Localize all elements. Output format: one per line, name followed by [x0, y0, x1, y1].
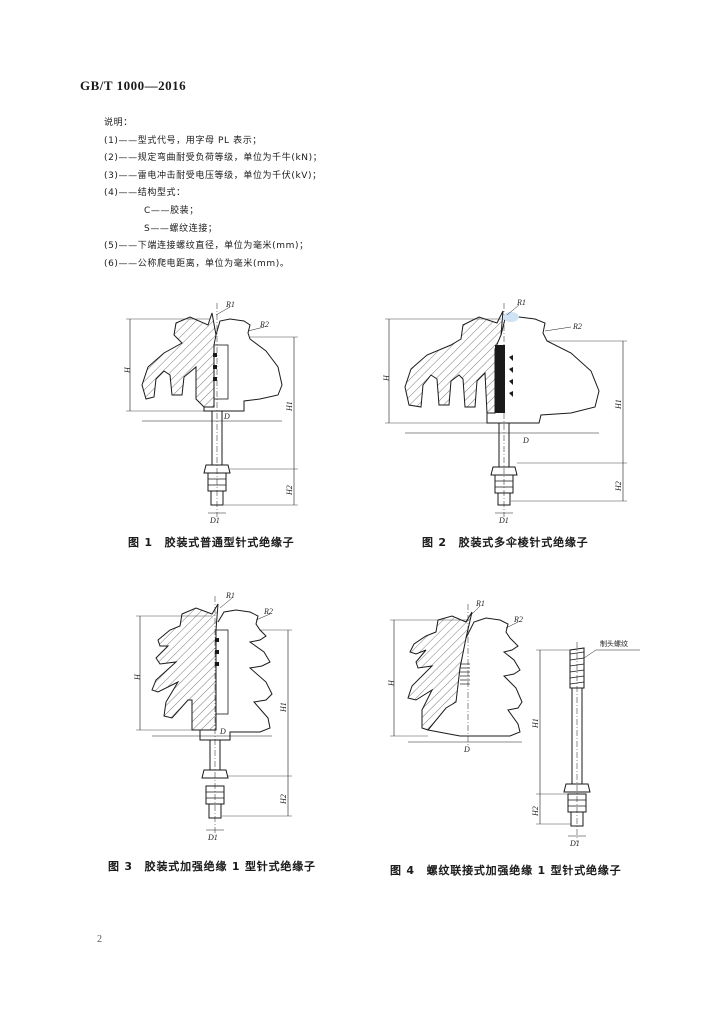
standard-code: GB/T 1000—2016 [80, 78, 187, 93]
fig2-label-d1: D1 [498, 516, 509, 525]
fig1-label-h2: H2 [285, 485, 294, 496]
fig4-label-h2: H2 [531, 806, 540, 817]
notes-block: 说明： (1)——型式代号，用字母 PL 表示； (2)——规定弯曲耐受负荷等级… [104, 115, 322, 273]
fig4-label-r2: R2 [513, 615, 523, 624]
fig3-label-d: D [219, 727, 226, 736]
figure-4-caption: 图 4 螺纹联接式加强绝缘 1 型针式绝缘子 [390, 864, 622, 877]
fig2-label-h2: H2 [614, 481, 623, 492]
fig3-label-d1: D1 [207, 833, 218, 842]
fig3-label-h: H [133, 673, 142, 681]
note-item-3: (3)——雷电冲击耐受电压等级，单位为千伏(kV)； [104, 170, 322, 181]
fig3-label-r1: R1 [225, 591, 235, 600]
fig4-label-h: H [387, 679, 396, 687]
fig1-label-h: H [123, 366, 132, 374]
fig2-label-h1: H1 [614, 399, 623, 410]
note-item-1: (1)——型式代号，用字母 PL 表示； [104, 135, 262, 146]
fig2-label-r2: R2 [572, 322, 582, 331]
note-item-5: (5)——下端连接螺纹直径，单位为毫米(mm)； [104, 241, 309, 252]
fig2-label-r1: R1 [516, 298, 526, 307]
figure-2-drawing: H D H1 H2 D1 R1 R2 [375, 295, 635, 525]
figure-2-caption: 图 2 胶装式多伞棱针式绝缘子 [422, 536, 589, 549]
fig3-label-h2: H2 [279, 794, 288, 805]
note-item-2: (2)——规定弯曲耐受负荷等级，单位为千牛(kN)； [104, 153, 323, 164]
fig4-label-d: D [463, 745, 470, 754]
fig4-label-h1: H1 [531, 718, 540, 729]
figure-4-drawing: H D H1 H2 D1 R1 R2 制头螺纹 [380, 598, 650, 848]
fig4-label-d1: D1 [569, 839, 580, 848]
fig3-label-h1: H1 [279, 702, 288, 713]
fig2-label-d: D [522, 436, 529, 445]
fig2-label-h: H [382, 374, 391, 382]
note-subitem-s: S——螺纹连接； [144, 223, 218, 234]
figure-1-caption: 图 1 胶装式普通型针式绝缘子 [128, 536, 295, 549]
note-item-4: (4)——结构型式： [104, 188, 186, 199]
fig4-thread-note: 制头螺纹 [600, 639, 628, 648]
fig3-label-r2: R2 [263, 607, 273, 616]
fig4-label-r1: R1 [475, 599, 485, 608]
note-subitem-c: C——胶装； [144, 205, 199, 216]
note-item-6: (6)——公称爬电距离，单位为毫米(mm)。 [104, 258, 290, 269]
fig1-label-d1: D1 [209, 516, 220, 525]
notes-title: 说明： [104, 118, 133, 128]
fig1-label-r1: R1 [225, 300, 235, 309]
fig1-label-r2: R2 [259, 320, 269, 329]
fig1-label-d: D [223, 412, 230, 421]
fig1-label-h1: H1 [285, 401, 294, 412]
figure-1-drawing: H D H1 H2 D1 R1 R2 [120, 295, 320, 525]
figure-3-caption: 图 3 胶装式加强绝缘 1 型针式绝缘子 [108, 860, 316, 873]
figure-3-drawing: H D H1 H2 D1 R1 R2 [120, 590, 310, 842]
page-number: 2 [97, 934, 102, 945]
